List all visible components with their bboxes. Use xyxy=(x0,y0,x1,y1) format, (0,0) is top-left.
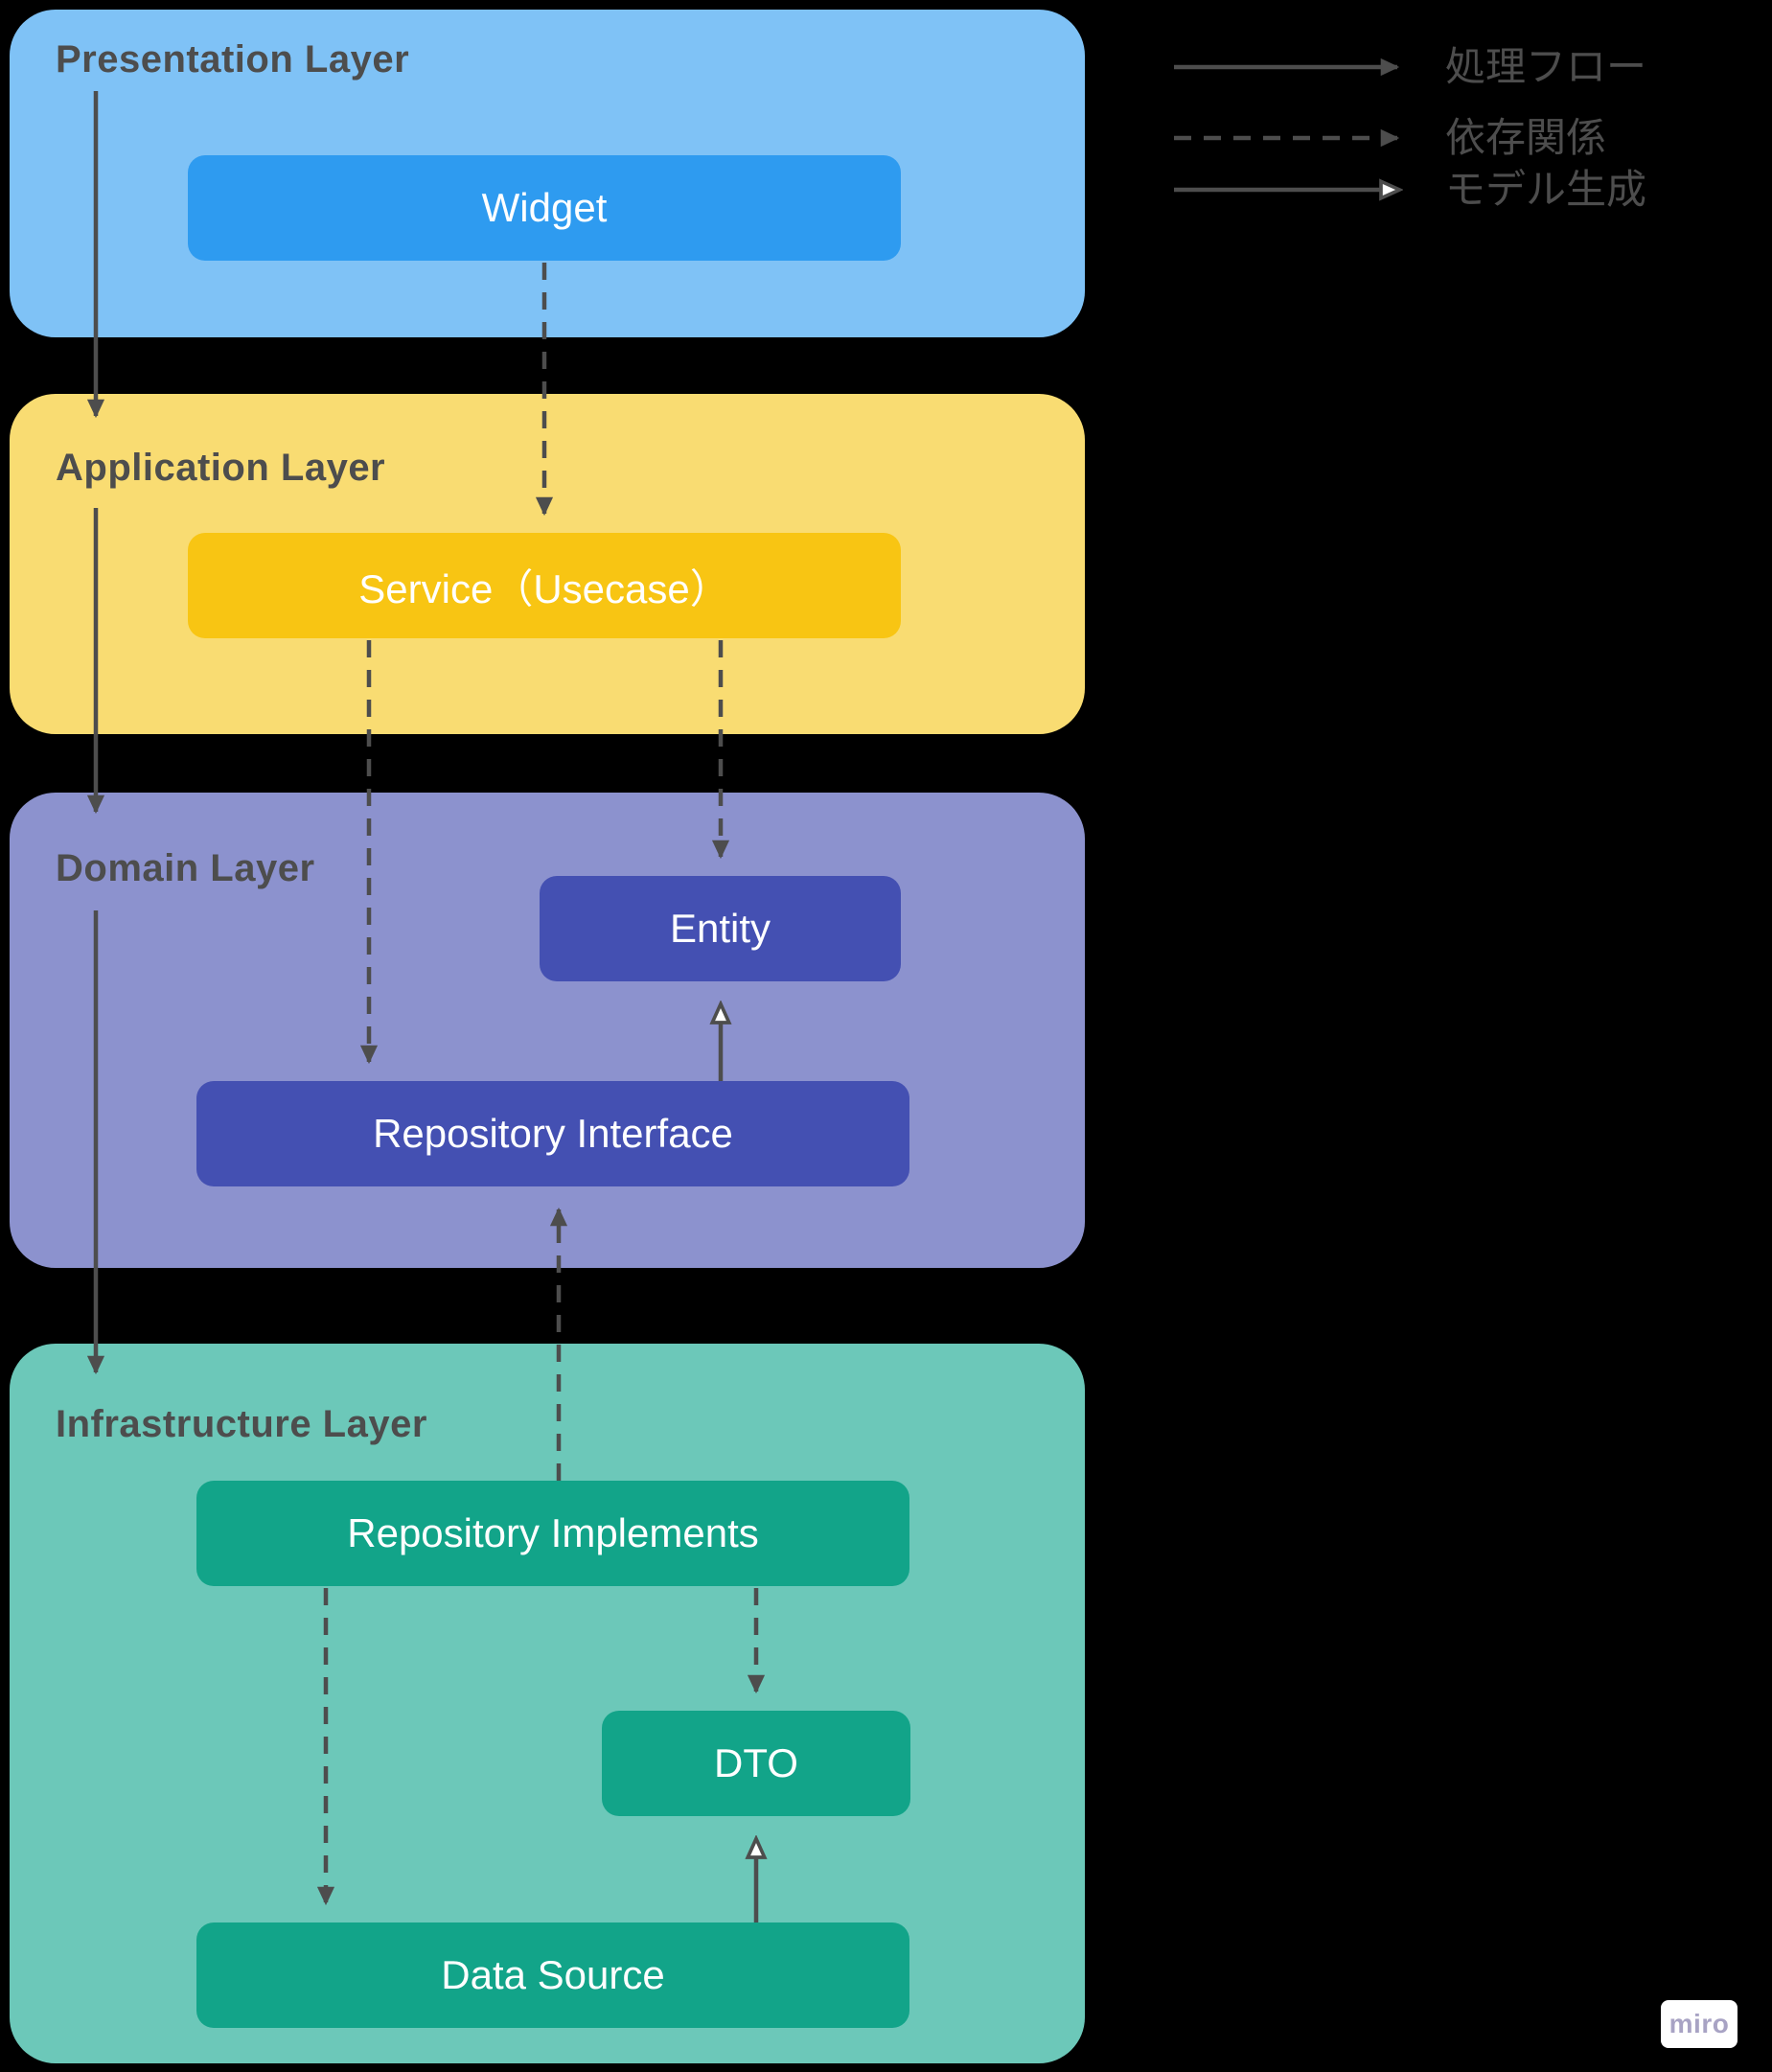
node-repository-interface: Repository Interface xyxy=(196,1081,909,1186)
node-service-usecase: Service（Usecase） xyxy=(188,533,901,638)
legend-label-processing-flow: 処理フロー xyxy=(1445,44,1647,89)
legend-label-model-generation: モデル生成 xyxy=(1445,167,1647,212)
layer-title-domain: Domain Layer xyxy=(56,847,315,889)
node-repository-interface-label: Repository Interface xyxy=(373,1111,733,1156)
node-entity-label: Entity xyxy=(669,906,771,951)
miro-watermark[interactable]: miro xyxy=(1661,2000,1737,2048)
node-repository-implements: Repository Implements xyxy=(196,1481,909,1586)
layer-title-application: Application Layer xyxy=(56,447,386,489)
legend-label-dependency: 依存関係 xyxy=(1445,115,1607,160)
node-widget: Widget xyxy=(188,155,901,261)
node-service-usecase-label: Service（Usecase） xyxy=(358,565,730,611)
node-entity: Entity xyxy=(540,876,901,981)
node-dto-label: DTO xyxy=(714,1740,798,1785)
layer-title-presentation: Presentation Layer xyxy=(56,38,410,81)
layer-title-infrastructure: Infrastructure Layer xyxy=(56,1403,427,1445)
node-data-source: Data Source xyxy=(196,1922,909,2028)
node-widget-label: Widget xyxy=(481,185,608,230)
node-dto: DTO xyxy=(602,1711,910,1816)
node-data-source-label: Data Source xyxy=(441,1952,665,1997)
layer-domain xyxy=(10,793,1085,1268)
node-repository-implements-label: Repository Implements xyxy=(347,1510,759,1555)
